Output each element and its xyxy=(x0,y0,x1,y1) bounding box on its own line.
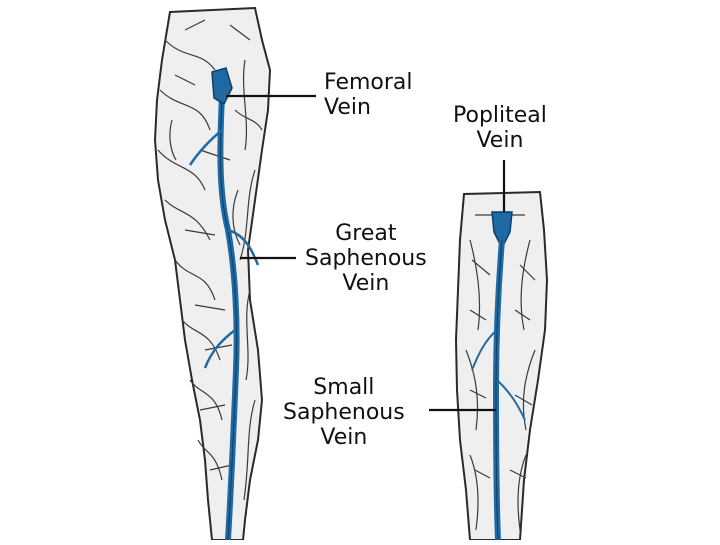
popliteal-label-line-1: Popliteal xyxy=(453,103,547,128)
great-saphenous-vein-edge xyxy=(219,94,238,541)
leader-lines xyxy=(226,94,506,412)
popliteal-vein-label: Popliteal Vein xyxy=(453,103,547,153)
femoral-label-line-1: Femoral xyxy=(324,70,413,95)
great-saphenous-label-line-3: Vein xyxy=(342,271,390,296)
great-saphenous-label-line-2: Saphenous xyxy=(305,246,427,271)
left-leg-tributaries xyxy=(188,129,260,369)
right-leg-drawing xyxy=(454,190,549,541)
right-leg-contours xyxy=(465,214,536,531)
left-leg-drawing xyxy=(153,6,272,541)
small-saphenous-label-line-3: Vein xyxy=(320,425,368,450)
small-saphenous-label-line-1: Small xyxy=(313,375,375,400)
popliteal-label-line-2: Vein xyxy=(476,128,524,153)
small-saphenous-vein-label: Small Saphenous Vein xyxy=(283,375,405,450)
femoral-label-line-2: Vein xyxy=(324,95,371,120)
femoral-vein-label: Femoral Vein xyxy=(324,70,413,120)
small-saphenous-label-line-2: Saphenous xyxy=(283,400,405,425)
small-saphenous-vein-edge xyxy=(495,239,503,541)
popliteal-vein-shape xyxy=(491,211,513,250)
left-leg-contours xyxy=(157,19,263,501)
great-saphenous-label-line-1: Great xyxy=(335,221,397,246)
great-saphenous-vein-label: Great Saphenous Vein xyxy=(305,221,427,296)
right-leg-tributaries xyxy=(471,329,526,421)
